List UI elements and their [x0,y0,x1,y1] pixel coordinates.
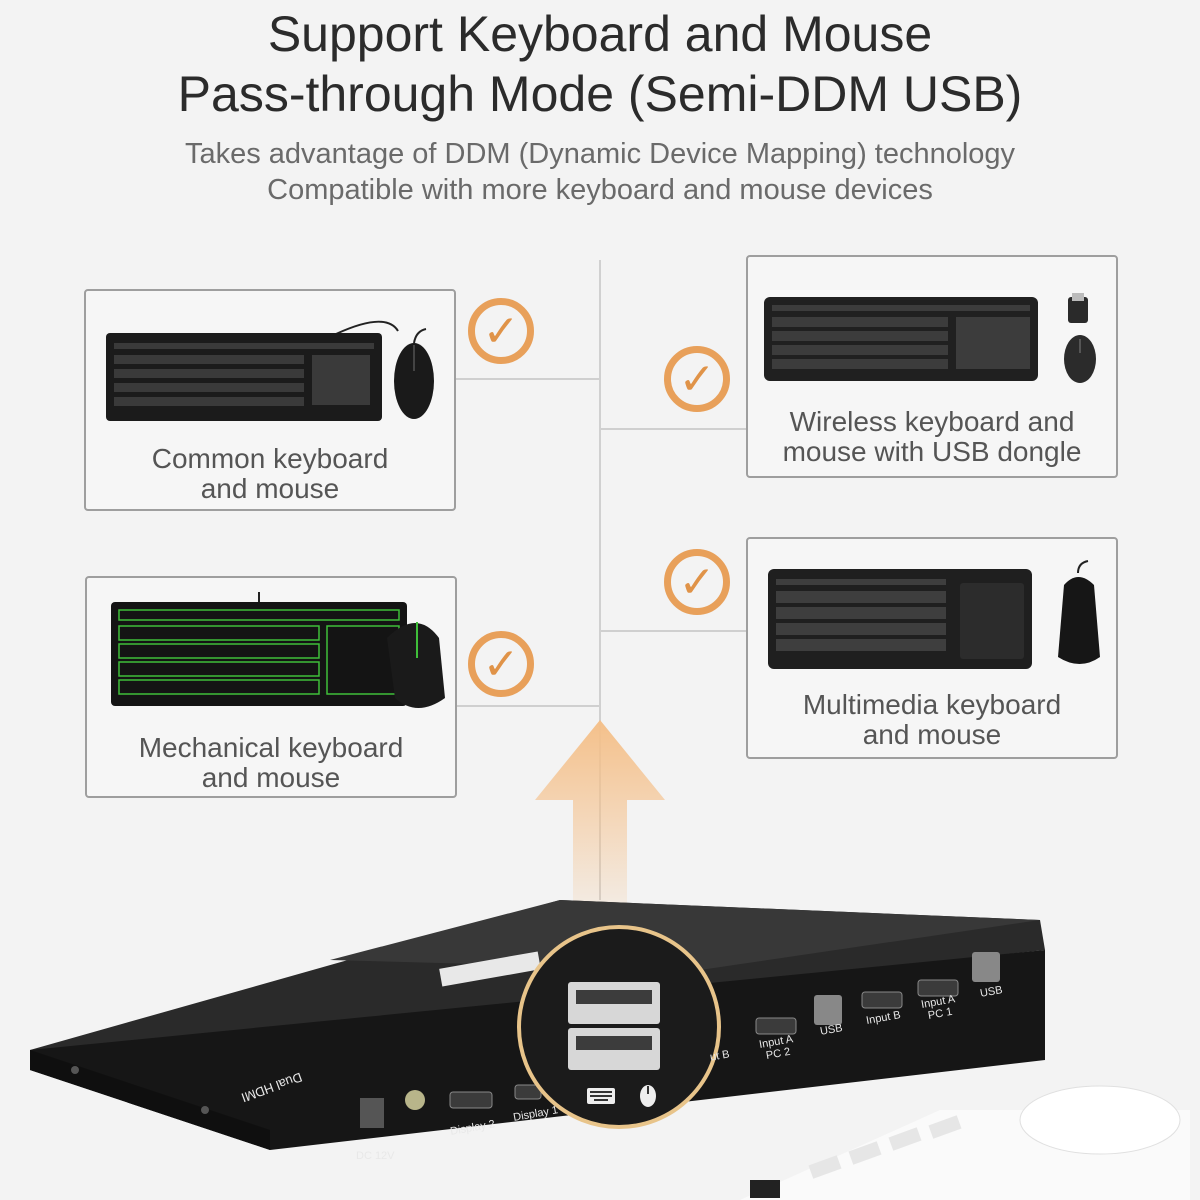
connector-mechanical [456,705,599,707]
page-title: Support Keyboard and Mouse Pass-through … [0,4,1200,124]
mechanical-keyboard-image [111,592,445,708]
card-multimedia-label-line2: and mouse [862,719,1002,750]
check-icon: ✓ [664,346,730,412]
card-wireless-keyboard: Wireless keyboard and mouse with USB don… [746,255,1118,478]
mouse-icon [640,1085,656,1107]
card-mechanical-label-line1: Mechanical keyboard [138,732,404,763]
multimedia-keyboard-image [768,560,1100,669]
card-common-label: Common keyboard and mouse [86,444,454,504]
title-line-2: Pass-through Mode (Semi-DDM USB) [177,66,1023,122]
card-mechanical-label-line2: and mouse [201,762,341,793]
card-common-label-line1: Common keyboard [151,443,389,474]
usb-port-zoom [517,925,721,1129]
check-icon: ✓ [468,631,534,697]
common-keyboard-image [106,320,434,421]
check-icon: ✓ [468,298,534,364]
connector-multimedia [601,630,747,632]
title-line-1: Support Keyboard and Mouse [267,6,933,62]
page-subtitle: Takes advantage of DDM (Dynamic Device M… [0,136,1200,208]
arrow-up-icon [535,720,665,940]
connector-wireless [601,428,747,430]
white-keyboard-mouse-image [740,1085,1190,1200]
port-label-dc: DC 12V [356,1150,395,1162]
card-wireless-label-line1: Wireless keyboard and [789,406,1075,437]
wireless-keyboard-image [764,293,1096,383]
card-mechanical-keyboard: Mechanical keyboard and mouse [85,576,457,798]
card-multimedia-keyboard: Multimedia keyboard and mouse [746,537,1118,759]
check-icon: ✓ [664,549,730,615]
subtitle-line-2: Compatible with more keyboard and mouse … [267,174,933,206]
card-common-label-line2: and mouse [200,473,340,504]
keyboard-icon [587,1088,615,1104]
card-common-keyboard: Common keyboard and mouse [84,289,456,511]
connector-common [456,378,599,380]
card-multimedia-label: Multimedia keyboard and mouse [748,690,1116,750]
subtitle-line-1: Takes advantage of DDM (Dynamic Device M… [184,138,1016,170]
card-wireless-label: Wireless keyboard and mouse with USB don… [748,407,1116,467]
card-multimedia-label-line1: Multimedia keyboard [802,689,1062,720]
center-connector-line [599,260,601,900]
card-wireless-label-line2: mouse with USB dongle [782,436,1082,467]
card-mechanical-label: Mechanical keyboard and mouse [87,733,455,793]
